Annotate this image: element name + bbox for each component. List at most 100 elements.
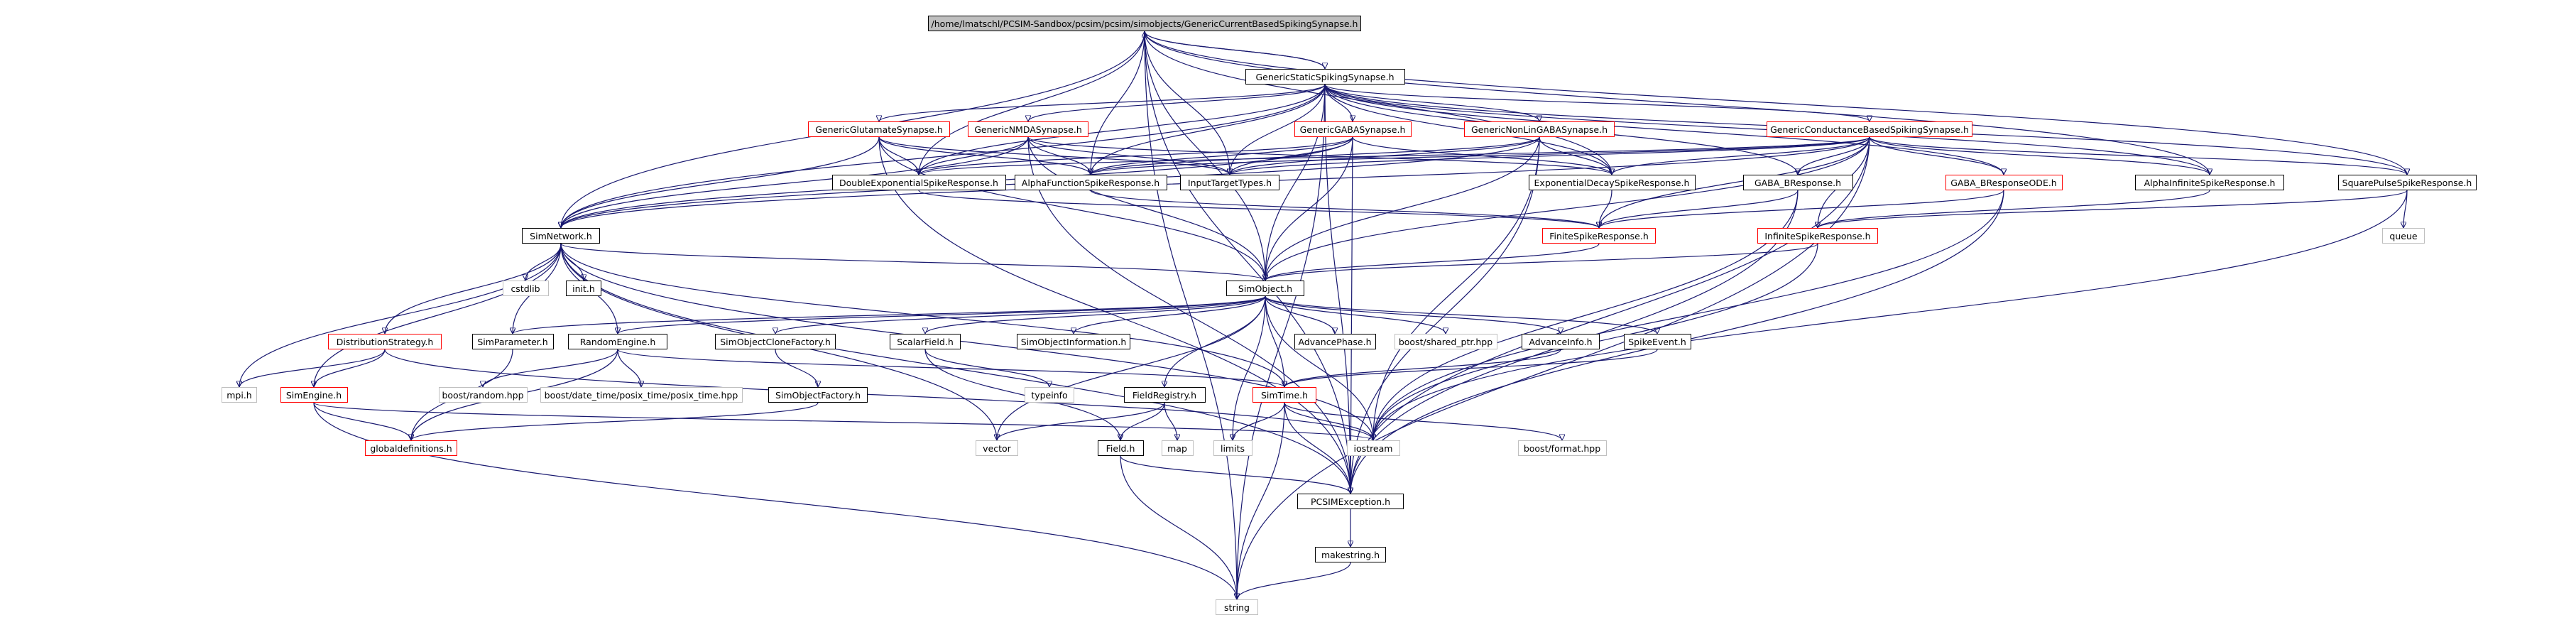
include-edge [1373,190,2408,440]
include-edge [313,402,1373,441]
node-init[interactable]: init.h [566,281,601,296]
node-boost-posix-time[interactable]: boost/date_time/posix_time/posix_time.hp… [540,387,743,403]
node-sim-object-information[interactable]: SimObjectInformation.h [1017,334,1130,349]
include-edge [1284,402,1562,441]
include-edge [313,402,1237,599]
node-generic-nmda-synapse[interactable]: GenericNMDASynapse.h [968,121,1088,137]
node-boost-shared-ptr[interactable]: boost/shared_ptr.hpp [1394,334,1497,349]
include-edge [919,84,1326,175]
include-edge [1324,84,1870,122]
node-advance-info[interactable]: AdvanceInfo.h [1522,334,1600,349]
node-generic-nonlin-gaba-synapse[interactable]: GenericNonLinGABASynapse.h [1464,121,1615,137]
include-edge [1230,136,1353,175]
node-boost-random[interactable]: boost/random.hpp [438,387,528,403]
node-sim-object-factory[interactable]: SimObjectFactory.h [768,387,868,403]
include-edge [483,349,618,388]
include-edge [618,295,1266,335]
include-edge [1144,31,1350,494]
include-edge [1091,31,1145,175]
include-edge [997,402,1165,441]
node-global-definitions[interactable]: globaldefinitions.h [365,440,457,456]
include-edge [525,243,562,281]
include-edge [1373,136,1540,440]
include-edge [1265,136,1540,281]
include-edge [919,136,1353,175]
include-edge [997,295,1266,440]
node-vector[interactable]: vector [976,440,1018,456]
node-generic-static-spiking-synapse[interactable]: GenericStaticSpikingSynapse.h [1245,69,1405,85]
include-edge [314,243,562,387]
node-string[interactable]: string [1216,599,1258,615]
node-gaba-b-response-ode[interactable]: GABA_BResponseODE.h [1945,175,2063,190]
include-edge [1265,295,1446,335]
include-edge [1074,295,1266,335]
node-exponential-decay-spike-response[interactable]: ExponentialDecaySpikeResponse.h [1528,175,1696,190]
node-square-pulse-spike-response[interactable]: SquarePulseSpikeResponse.h [2337,175,2477,190]
node-queue[interactable]: queue [2382,228,2425,244]
node-sim-engine[interactable]: SimEngine.h [280,387,348,403]
include-edge [385,243,562,334]
include-edge [1265,295,1561,335]
node-field[interactable]: Field.h [1097,440,1144,456]
include-edge [561,136,880,228]
node-sim-object-clone-factory[interactable]: SimObjectCloneFactory.h [715,334,836,349]
node-input-target-types[interactable]: InputTargetTypes.h [1180,175,1279,190]
include-edge [1324,84,1539,122]
node-iostream[interactable]: iostream [1346,440,1400,456]
include-edge [1237,136,1870,599]
node-gaba-b-response[interactable]: GABA_BResponse.h [1742,175,1853,190]
include-edge [775,295,1266,335]
include-edge [1027,136,1265,281]
include-edge [1144,31,1230,175]
include-edge [1869,136,2210,175]
node-generic-gaba-synapse[interactable]: GenericGABASynapse.h [1294,121,1412,137]
include-edge [1265,295,1284,387]
include-edge [411,402,819,441]
node-infinite-spike-response[interactable]: InfiniteSpikeResponse.h [1757,228,1878,244]
node-distribution-strategy[interactable]: DistributionStrategy.h [328,334,442,349]
node-boost-format[interactable]: boost/format.hpp [1517,440,1607,456]
include-edge [513,295,1266,335]
include-edge [1091,136,1540,175]
node-makestring[interactable]: makestring.h [1315,547,1386,562]
include-edge [1869,136,2004,175]
include-edge [1350,136,1540,494]
node-double-exponential-spike-response[interactable]: DoubleExponentialSpikeResponse.h [831,175,1006,190]
node-field-registry[interactable]: FieldRegistry.h [1123,387,1206,403]
node-map[interactable]: map [1161,440,1194,456]
node-sim-time[interactable]: SimTime.h [1252,387,1316,403]
include-edge [1350,136,1870,494]
include-edge [1028,84,1326,122]
node-sim-network[interactable]: SimNetwork.h [522,228,600,244]
node-finite-spike-response[interactable]: FiniteSpikeResponse.h [1542,228,1656,244]
node-advance-phase[interactable]: AdvancePhase.h [1294,334,1376,349]
include-edge [1237,84,1326,599]
node-alpha-infinite-spike-response[interactable]: AlphaInfiniteSpikeResponse.h [2135,175,2284,190]
include-edge [1145,31,1326,70]
include-edge [1144,31,1612,175]
node-sim-parameter[interactable]: SimParameter.h [471,334,554,349]
include-edge [1027,136,1350,494]
node-typeinfo[interactable]: typeinfo [1025,387,1074,403]
node-cstdlib[interactable]: cstdlib [502,281,549,296]
node-generic-conductance-based-spiking-synapse[interactable]: GenericConductanceBasedSpikingSynapse.h [1767,121,1972,137]
node-pcsim-exception[interactable]: PCSIMException.h [1297,494,1404,509]
include-edge [878,136,1265,281]
node-generic-glutamate-synapse[interactable]: GenericGlutamateSynapse.h [808,121,950,137]
include-edge [919,136,1870,175]
node-sim-object[interactable]: SimObject.h [1226,281,1304,296]
include-edge [561,84,1326,228]
node-scalar-field[interactable]: ScalarField.h [890,334,961,349]
node-alpha-function-spike-response[interactable]: AlphaFunctionSpikeResponse.h [1014,175,1167,190]
node-limits[interactable]: limits [1213,440,1252,456]
node-mpi[interactable]: mpi.h [222,387,257,403]
include-edge [1599,190,2004,229]
include-edge [1144,31,2210,175]
node-generic-current-based-spiking-synapse[interactable]: /home/lmatschl/PCSIM-Sandbox/pcsim/pcsim… [928,16,1361,31]
node-random-engine[interactable]: RandomEngine.h [568,334,667,349]
include-edge [1144,31,2407,175]
include-edge [384,349,1373,441]
include-edge [1818,190,2210,229]
include-edge [1120,455,1237,599]
node-spike-event[interactable]: SpikeEvent.h [1623,334,1691,349]
